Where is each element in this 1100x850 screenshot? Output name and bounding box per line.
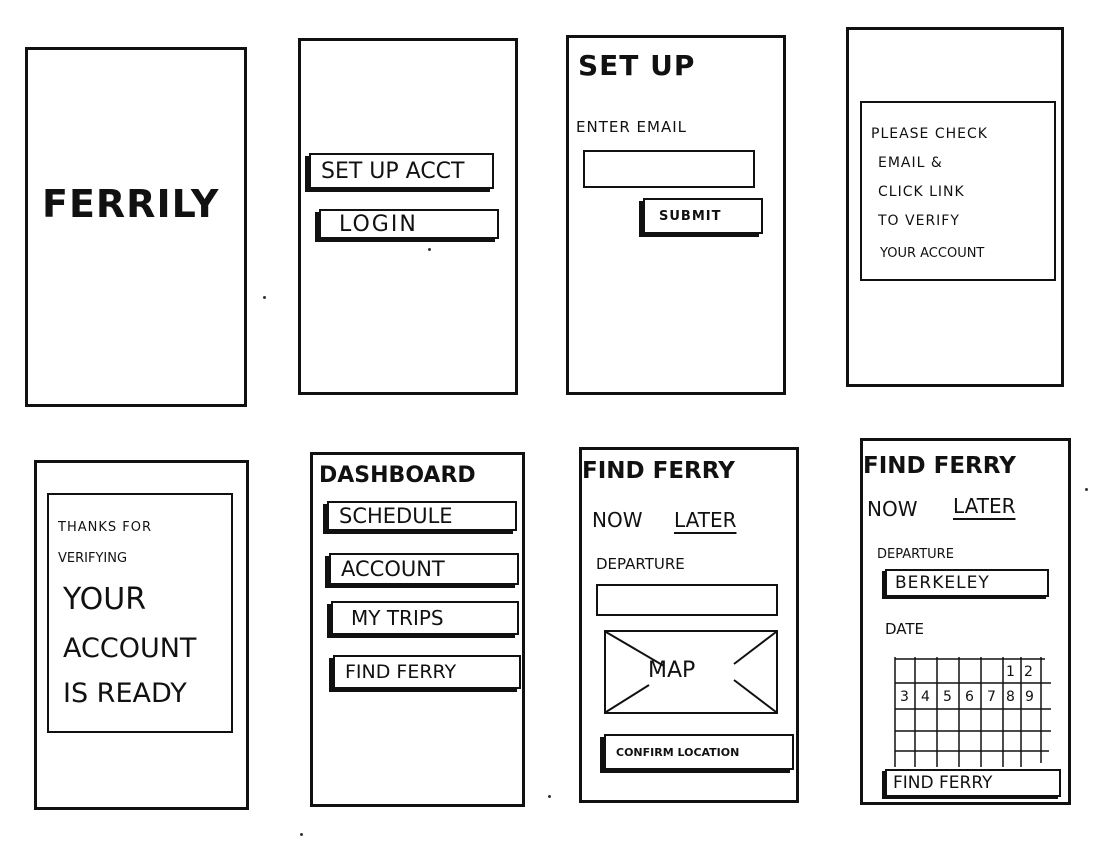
calendar-day[interactable]: 6: [965, 689, 974, 705]
calendar-day[interactable]: 5: [943, 689, 952, 705]
pen-dot: [263, 296, 266, 299]
screen-find-ferry-map: FIND FERRY NOW LATER DEPARTURE MAP CONFI…: [579, 447, 799, 803]
message-box: THANKS FOR VERIFYING YOUR ACCOUNT IS REA…: [47, 493, 233, 733]
calendar-day[interactable]: 4: [921, 689, 930, 705]
calendar-day[interactable]: 7: [987, 689, 996, 705]
setup-account-button[interactable]: SET UP ACCT: [309, 153, 494, 189]
tab-now[interactable]: NOW: [867, 497, 918, 521]
page-title: FIND FERRY: [863, 453, 1016, 479]
message-box: PLEASE CHECK EMAIL & CLICK LINK TO VERIF…: [860, 101, 1056, 281]
tab-later[interactable]: LATER: [953, 494, 1016, 518]
departure-label: DEPARTURE: [596, 555, 685, 573]
login-button[interactable]: LOGIN: [319, 209, 499, 239]
calendar-day[interactable]: 3: [900, 689, 909, 705]
pen-dot: [300, 833, 303, 836]
screen-welcome: SET UP ACCT LOGIN: [298, 38, 518, 395]
app-logo: FERRILY: [42, 182, 220, 226]
my-trips-button[interactable]: MY TRIPS: [331, 601, 519, 635]
account-button[interactable]: ACCOUNT: [329, 553, 519, 585]
message-line: YOUR: [63, 582, 147, 617]
tab-now[interactable]: NOW: [592, 508, 643, 532]
submit-button[interactable]: SUBMIT: [643, 198, 763, 234]
message-line: IS READY: [63, 678, 187, 709]
find-ferry-button[interactable]: FIND FERRY: [333, 655, 521, 689]
screen-setup: SET UP ENTER EMAIL SUBMIT: [566, 35, 786, 395]
confirm-location-button[interactable]: CONFIRM LOCATION: [604, 734, 794, 770]
find-ferry-button[interactable]: FIND FERRY: [885, 769, 1061, 797]
page-title: SET UP: [578, 49, 696, 82]
calendar-grid[interactable]: 1 2 3 4 5 6 7 8 9: [893, 655, 1053, 767]
pen-dot: [548, 795, 551, 798]
calendar-day[interactable]: 2: [1024, 664, 1033, 680]
email-field[interactable]: [583, 150, 755, 188]
message-line: THANKS FOR: [58, 520, 152, 535]
calendar-day[interactable]: 8: [1006, 689, 1015, 705]
map-label: MAP: [648, 658, 696, 683]
screen-verified: THANKS FOR VERIFYING YOUR ACCOUNT IS REA…: [34, 460, 249, 810]
message-line: CLICK LINK: [878, 184, 965, 200]
message-line: PLEASE CHECK: [871, 126, 988, 142]
departure-label: DEPARTURE: [877, 547, 954, 562]
calendar-grid-lines: [894, 657, 1051, 767]
message-line: TO VERIFY: [878, 213, 960, 229]
date-label: DATE: [885, 620, 925, 638]
calendar-day[interactable]: 9: [1025, 689, 1034, 705]
map-placeholder[interactable]: MAP: [604, 630, 778, 714]
calendar-day[interactable]: 1: [1006, 664, 1015, 680]
screen-find-ferry-date: FIND FERRY NOW LATER DEPARTURE BERKELEY …: [860, 438, 1071, 805]
pen-dot: [1085, 488, 1088, 491]
page-title: DASHBOARD: [319, 463, 476, 488]
page-title: FIND FERRY: [582, 458, 735, 484]
map-cross-icon: [604, 630, 778, 714]
message-line: YOUR ACCOUNT: [880, 246, 985, 261]
schedule-button[interactable]: SCHEDULE: [327, 501, 517, 531]
message-line: EMAIL &: [878, 155, 943, 171]
message-line: VERIFYING: [58, 551, 128, 566]
email-label: ENTER EMAIL: [576, 118, 687, 136]
departure-field[interactable]: [596, 584, 778, 616]
departure-field[interactable]: BERKELEY: [885, 569, 1049, 597]
screen-check-email: PLEASE CHECK EMAIL & CLICK LINK TO VERIF…: [846, 27, 1064, 387]
message-line: ACCOUNT: [63, 633, 197, 664]
screen-splash: FERRILY: [25, 47, 247, 407]
tab-later[interactable]: LATER: [674, 508, 737, 532]
pen-dot: [428, 248, 431, 251]
screen-dashboard: DASHBOARD SCHEDULE ACCOUNT MY TRIPS FIND…: [310, 452, 525, 807]
